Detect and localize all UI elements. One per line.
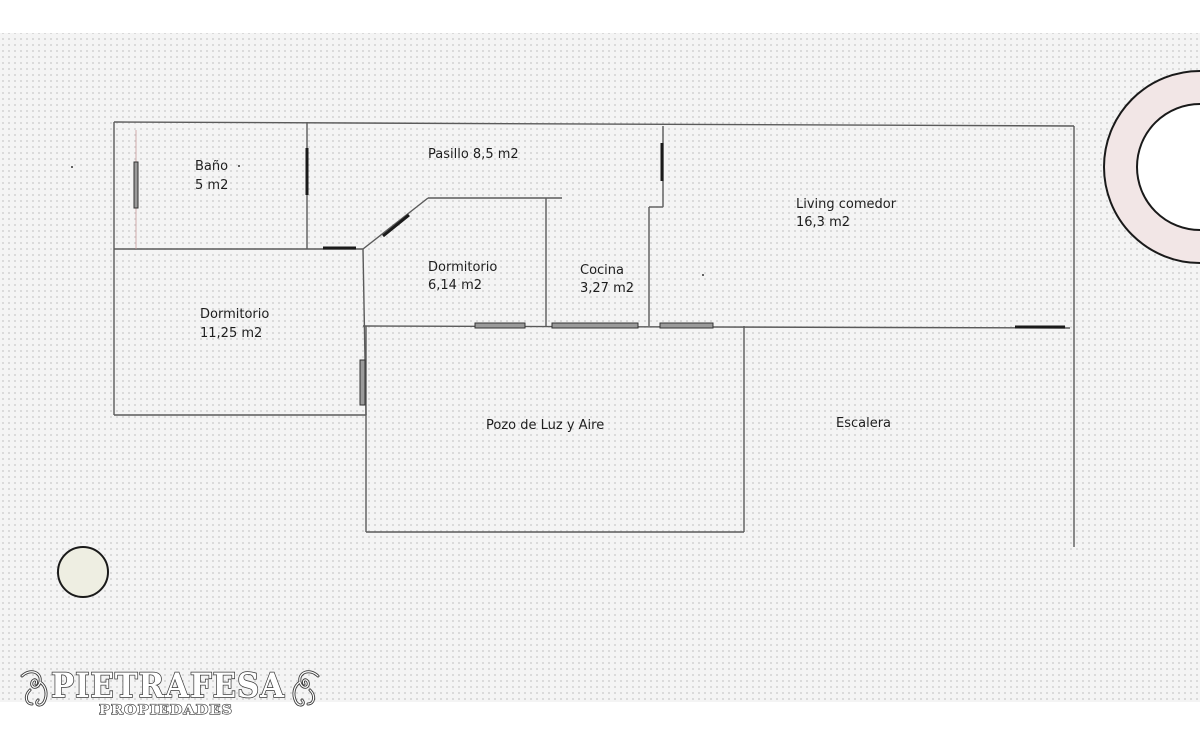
room-labels: Baño 5 m2 Pasillo 8,5 m2 Living comedor … bbox=[195, 147, 897, 433]
bottom-margin bbox=[0, 702, 1200, 735]
room-escalera-name: Escalera bbox=[836, 416, 891, 431]
logo-ornament-left-icon bbox=[20, 670, 48, 707]
logo-name: PIETRAFESA bbox=[51, 666, 285, 706]
window-living bbox=[659, 322, 714, 329]
mark-dot bbox=[702, 274, 704, 276]
room-cocina-area: 3,27 m2 bbox=[580, 281, 634, 296]
room-bano-name: Baño bbox=[195, 159, 228, 174]
room-living-area: 16,3 m2 bbox=[796, 215, 850, 230]
room-cocina-name: Cocina bbox=[580, 263, 624, 278]
mark-dot bbox=[238, 165, 240, 167]
window-cocina bbox=[551, 322, 639, 329]
window-dormitorio-small bbox=[474, 322, 526, 329]
room-pasillo-name: Pasillo 8,5 m2 bbox=[428, 147, 519, 162]
door-diagonal bbox=[382, 213, 410, 238]
room-dormitorio-small-name: Dormitorio bbox=[428, 260, 497, 275]
room-dormitorio-large-area: 11,25 m2 bbox=[200, 326, 262, 341]
room-dormitorio-small-area: 6,14 m2 bbox=[428, 278, 482, 293]
window-dormitorio-left bbox=[359, 359, 366, 406]
window-bano bbox=[133, 161, 139, 209]
ring-symbol bbox=[1103, 70, 1200, 264]
logo-tagline: PROPIEDADES bbox=[99, 703, 233, 718]
room-pozo-name: Pozo de Luz y Aire bbox=[486, 418, 604, 433]
room-living-name: Living comedor bbox=[796, 197, 897, 212]
pietrafesa-logo: PIETRAFESA PROPIEDADES bbox=[20, 665, 320, 719]
mark-dot bbox=[71, 166, 73, 168]
doors bbox=[305, 143, 1065, 329]
windows bbox=[133, 161, 714, 406]
orientation-marker bbox=[57, 546, 109, 598]
logo-ornament-right-icon bbox=[292, 670, 320, 707]
room-bano-area: 5 m2 bbox=[195, 178, 228, 193]
top-margin bbox=[0, 0, 1200, 33]
room-dormitorio-large-name: Dormitorio bbox=[200, 307, 269, 322]
